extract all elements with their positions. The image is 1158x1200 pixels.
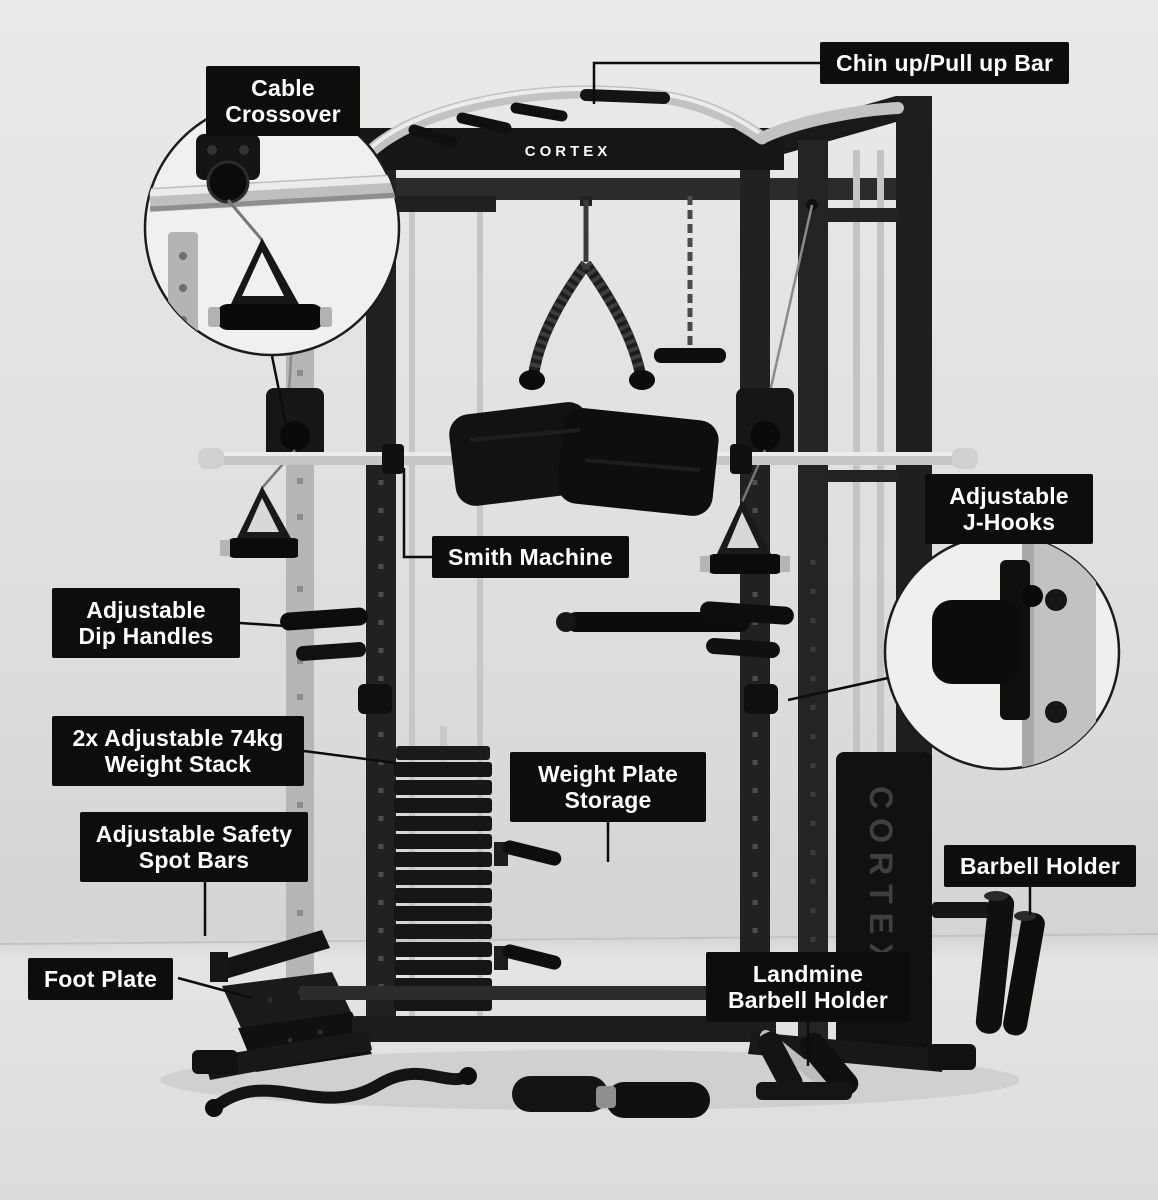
leader-dip-handles — [239, 621, 301, 629]
callout-foot-plate: Foot Plate — [28, 958, 174, 1001]
tricep-rope — [519, 196, 655, 390]
leader-weight-stack — [303, 749, 397, 765]
j-hook — [744, 684, 778, 714]
plate-storage-horns — [494, 840, 562, 970]
guide-rod — [409, 205, 415, 1025]
rear-top-beam — [395, 178, 915, 200]
j-hook-block — [932, 600, 1020, 684]
stirrup-grip — [216, 304, 324, 330]
callout-adjustable-dip-handles: Adjustable Dip Handles — [52, 588, 240, 659]
j-hooks-inset — [883, 533, 1121, 771]
leader-lines — [177, 61, 1032, 1066]
grip — [580, 89, 670, 104]
callout-barbell-holder: Barbell Holder — [944, 845, 1137, 888]
brand-logo-top: CORTEX — [525, 143, 612, 160]
callout-smith-machine: Smith Machine — [432, 536, 629, 579]
callout-safety-spot-bars: Adjustable Safety Spot Bars — [80, 812, 308, 883]
guide-rod — [853, 150, 860, 1040]
back-pads — [449, 402, 719, 516]
wall-floor-edge — [0, 933, 1158, 945]
brand-logo-shroud: CORTEX — [863, 786, 899, 973]
grip — [408, 124, 458, 148]
callout-weight-plate-storage: Weight Plate Storage — [510, 752, 706, 823]
j-hook — [358, 684, 392, 714]
cable-handle-right — [700, 500, 790, 574]
callout-landmine-barbell-holder: Landmine Barbell Holder — [706, 952, 910, 1023]
guide-rod — [477, 205, 483, 1025]
guide-rod — [877, 150, 884, 1040]
callout-cable-crossover: Cable Crossover — [206, 66, 360, 137]
base-frame — [192, 986, 976, 1080]
mid-pulley-right — [736, 388, 794, 503]
cable — [768, 204, 814, 393]
leader-chin-up — [592, 61, 820, 104]
dip-handles — [280, 601, 794, 661]
leader-smith-machine — [402, 468, 432, 559]
safety-spot-bar — [210, 930, 330, 982]
callout-adjustable-j-hooks: Adjustable J-Hooks — [925, 474, 1093, 545]
grip — [510, 102, 568, 122]
chain-handle — [654, 196, 726, 363]
grip — [456, 112, 512, 134]
weight-stack — [394, 726, 492, 1011]
callout-chin-up-pull-up-bar: Chin up/Pull up Bar — [820, 42, 1070, 85]
machine: CORTEX — [192, 85, 1045, 1118]
callout-weight-stack: 2x Adjustable 74kg Weight Stack — [52, 716, 304, 787]
leader-cable-crossover — [270, 355, 289, 431]
chin-up-pull-up-bar — [365, 85, 904, 157]
leader-foot-plate — [177, 976, 253, 1000]
leader-j-hooks — [787, 676, 889, 702]
cable-handle-left — [220, 486, 308, 558]
floor-accessories — [205, 1067, 710, 1118]
landmine-barbell-holder — [756, 1030, 859, 1100]
